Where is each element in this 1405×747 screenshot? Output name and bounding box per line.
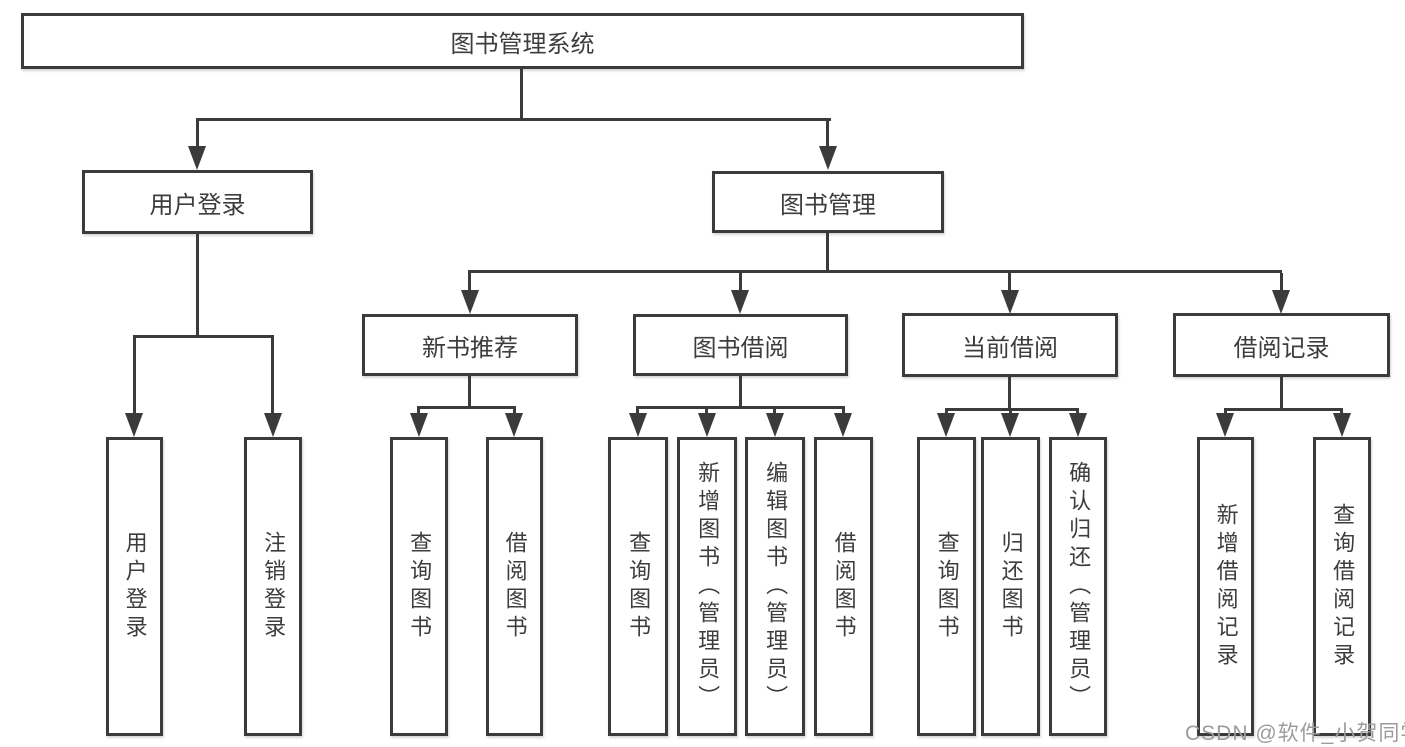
edge-drop-current-borrow (1008, 273, 1011, 292)
edge-drop (1009, 408, 1012, 417)
leaf-label: 查询图书 (407, 530, 433, 643)
edge-current-borrow-stem (1008, 377, 1011, 408)
node-label: 图书管理 (780, 191, 876, 219)
edge-drop-new-book (468, 273, 471, 292)
node-book-borrowing: 图书借阅 (633, 314, 848, 376)
leaf-label: 用户登录 (122, 530, 148, 643)
edge-drop (705, 406, 708, 417)
edge-new-book-branch (417, 406, 516, 409)
arrowhead-down-icon (125, 413, 143, 437)
arrowhead-down-icon (731, 290, 749, 314)
edge-borrow-records-branch (1224, 408, 1343, 411)
leaf-logout-login: 注销登录 (244, 437, 302, 736)
arrowhead-down-icon (505, 413, 523, 437)
edge-book-borrow-branch (636, 406, 845, 409)
leaf-label: 编辑图书（管理员） (763, 460, 789, 713)
edge-drop-borrow-records (1280, 273, 1283, 292)
edge-drop (513, 406, 516, 417)
arrowhead-down-icon (819, 146, 837, 170)
arrowhead-down-icon (1001, 290, 1019, 314)
node-user-login: 用户登录 (82, 170, 313, 234)
leaf-bb-query-books: 查询图书 (608, 437, 668, 736)
leaf-bb-borrow-books: 借阅图书 (814, 437, 873, 736)
arrowhead-down-icon (1333, 413, 1351, 437)
node-current-borrowing: 当前借阅 (902, 313, 1118, 377)
leaf-label: 新增图书（管理员） (695, 460, 721, 713)
arrowhead-down-icon (1069, 413, 1087, 437)
edge-user-login-stem (196, 234, 199, 335)
edge-book-borrow-stem (739, 376, 742, 406)
node-label: 用户登录 (149, 191, 246, 219)
arrowhead-down-icon (766, 413, 784, 437)
leaf-nb-borrow-books: 借阅图书 (486, 437, 543, 736)
leaf-label: 查询图书 (934, 530, 960, 643)
edge-current-borrow-branch (945, 408, 1079, 411)
edge-drop-user-login (196, 118, 199, 150)
leaf-label: 新增借阅记录 (1213, 502, 1239, 671)
node-borrowing-records: 借阅记录 (1173, 313, 1390, 377)
edge-drop (842, 406, 845, 417)
arrowhead-down-icon (1001, 413, 1019, 437)
node-label: 图书借阅 (692, 334, 789, 362)
leaf-user-login: 用户登录 (106, 437, 163, 736)
edge-drop (1340, 408, 1343, 417)
arrowhead-down-icon (188, 146, 206, 170)
csdn-watermark: CSDN @软件_小贺同学 (1185, 722, 1405, 745)
edge-borrow-records-stem (1280, 377, 1283, 408)
arrowhead-down-icon (410, 413, 428, 437)
leaf-bb-add-books-admin: 新增图书（管理员） (677, 437, 737, 736)
leaf-br-query-borrow-record: 查询借阅记录 (1313, 437, 1371, 736)
arrowhead-down-icon (461, 290, 479, 314)
node-library-management-system: 图书管理系统 (21, 13, 1024, 69)
arrowhead-down-icon (1216, 413, 1234, 437)
leaf-label: 借阅图书 (831, 530, 857, 643)
edge-new-book-stem (468, 376, 471, 406)
leaf-label: 归还图书 (998, 530, 1024, 643)
leaf-nb-query-books: 查询图书 (390, 437, 448, 736)
edge-drop-book-management (826, 118, 829, 150)
leaf-label: 查询借阅记录 (1330, 502, 1356, 671)
leaf-label: 查询图书 (626, 530, 652, 643)
leaf-cb-confirm-return-admin: 确认归还（管理员） (1049, 437, 1107, 736)
edge-root-branch (196, 118, 831, 121)
edge-drop (773, 406, 776, 417)
arrowhead-down-icon (1272, 290, 1290, 314)
edge-user-login-branch (133, 335, 274, 338)
leaf-label: 借阅图书 (502, 530, 528, 643)
edge-drop (636, 406, 639, 417)
leaf-bb-edit-books-admin: 编辑图书（管理员） (745, 437, 805, 736)
arrowhead-down-icon (937, 413, 955, 437)
node-label: 新书推荐 (422, 334, 518, 362)
edge-root-stem (520, 66, 523, 118)
node-label: 借阅记录 (1233, 334, 1330, 362)
edge-drop (1224, 408, 1227, 417)
arrowhead-down-icon (629, 413, 647, 437)
leaf-cb-return-books: 归还图书 (981, 437, 1040, 736)
node-label: 图书管理系统 (450, 30, 595, 58)
edge-book-management-branch (468, 270, 1282, 273)
edge-drop-leaf-user-login (133, 335, 136, 417)
edge-drop (945, 408, 948, 417)
edge-book-management-stem (826, 233, 829, 270)
arrowhead-down-icon (834, 413, 852, 437)
leaf-br-add-borrow-record: 新增借阅记录 (1197, 437, 1254, 736)
leaf-label: 确认归还（管理员） (1066, 460, 1092, 713)
edge-drop (417, 406, 420, 417)
node-new-book-recommendation: 新书推荐 (362, 314, 578, 376)
node-book-management: 图书管理 (712, 171, 944, 233)
leaf-cb-query-books: 查询图书 (917, 437, 976, 736)
leaf-label: 注销登录 (261, 530, 287, 643)
edge-drop (1076, 408, 1079, 417)
arrowhead-down-icon (264, 413, 282, 437)
edge-drop-leaf-logout (271, 335, 274, 417)
node-label: 当前借阅 (962, 334, 1058, 362)
arrowhead-down-icon (698, 413, 716, 437)
edge-drop-book-borrow (739, 273, 742, 292)
